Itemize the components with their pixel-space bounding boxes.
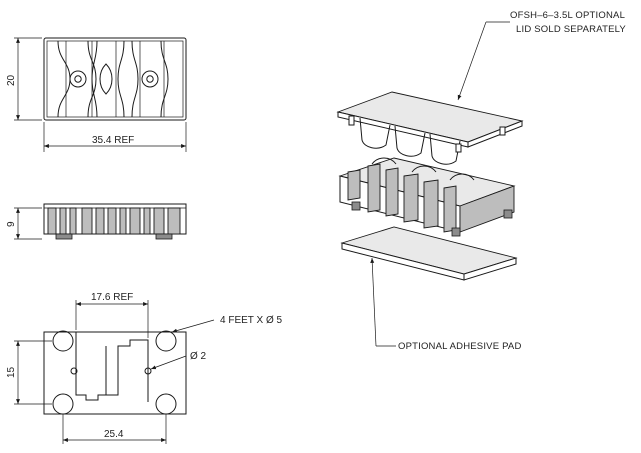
hole-note: Ø 2 xyxy=(190,351,207,362)
side-height-dim: 9 xyxy=(6,221,17,227)
isometric-view xyxy=(336,91,524,281)
bottom-view: 17.6 REF 15 25.4 4 FEET X Ø 5 Ø 2 xyxy=(6,292,282,444)
base xyxy=(338,157,516,237)
bottom-height-dim: 15 xyxy=(6,366,17,378)
adhesive-pad xyxy=(340,226,518,281)
lid-callout-line2: LID SOLD SEPARATELY xyxy=(516,24,626,35)
feet-note: 4 FEET X Ø 5 xyxy=(220,315,282,326)
lid xyxy=(336,91,524,165)
pad-callout: OPTIONAL ADHESIVE PAD xyxy=(370,257,522,352)
top-height-dim: 20 xyxy=(6,74,17,86)
bottom-ref-dim: 17.6 REF xyxy=(91,292,133,303)
top-width-dim: 35.4 REF xyxy=(92,135,134,146)
top-view: 35.4 REF 20 xyxy=(6,37,187,152)
bottom-width-dim: 25.4 xyxy=(104,429,124,440)
lid-callout-line1: OFSH–6–3.5L OPTIONAL xyxy=(510,10,625,21)
lid-callout: OFSH–6–3.5L OPTIONAL LID SOLD SEPARATELY xyxy=(457,10,626,101)
side-view: 9 xyxy=(6,203,187,240)
pad-callout-label: OPTIONAL ADHESIVE PAD xyxy=(398,341,522,352)
